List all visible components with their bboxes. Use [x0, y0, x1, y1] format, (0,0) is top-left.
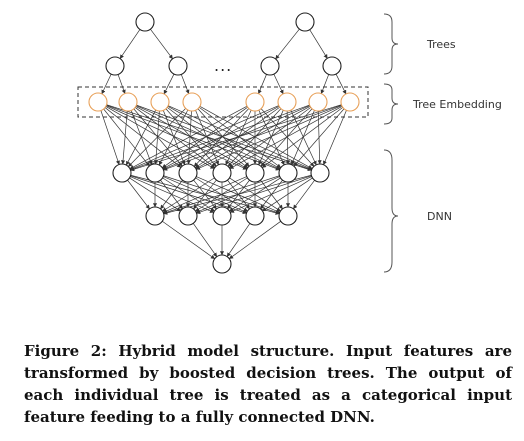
embedding-to-dnn-edge: [103, 108, 150, 167]
embedding-to-dnn-edge: [106, 104, 280, 171]
tree-embedding-node: [88, 92, 108, 112]
embedding-to-dnn-edge: [323, 110, 347, 166]
embedding-to-dnn-edge: [106, 104, 312, 172]
tree-edge: [275, 28, 300, 60]
tree-embedding-node: [150, 92, 170, 112]
embedding-to-dnn-edge: [130, 104, 310, 171]
embedding-to-dnn-edge: [165, 108, 217, 167]
dnn-output-node: [212, 254, 232, 274]
model-diagram: ... Trees Tree Embedding DNN: [77, 12, 502, 274]
dnn-hidden-edge: [127, 179, 150, 210]
trees-label: Trees: [426, 38, 456, 51]
dnn-label: DNN: [427, 210, 452, 223]
embedding-to-dnn-edge: [225, 110, 252, 166]
dnn-output-edge: [228, 221, 281, 259]
edges-layer: [100, 28, 347, 260]
tree-embedding-dashed-box: [77, 86, 369, 118]
trees-bracket: [383, 13, 399, 75]
dnn-output-edge: [192, 223, 218, 257]
embedding-to-dnn-edge: [130, 104, 342, 172]
embedding-to-dnn-edge: [130, 110, 153, 165]
tree-edge: [150, 28, 173, 60]
embedding-to-dnn-edge: [195, 105, 342, 170]
dnn-hidden-node-layer2: [278, 206, 298, 226]
embedding-to-dnn-edge: [197, 108, 250, 167]
tree-edge: [335, 73, 347, 95]
tree-embedding-bracket: [383, 83, 399, 125]
tree-edge: [273, 73, 284, 95]
dnn-hidden-node-layer1: [145, 163, 165, 183]
tree-embedding-node: [340, 92, 360, 112]
tree-internal-node: [260, 56, 280, 76]
dnn-hidden-node-layer1: [278, 163, 298, 183]
tree-edge: [180, 74, 190, 95]
tree-edge: [257, 74, 267, 95]
tree-edge: [101, 73, 112, 95]
tree-internal-node: [322, 56, 342, 76]
tree-embedding-node: [118, 92, 138, 112]
embedding-to-dnn-edge: [120, 110, 128, 165]
dnn-hidden-edge: [162, 176, 247, 213]
tree-edge: [309, 29, 328, 59]
tree-embedding-node: [245, 92, 265, 112]
tree-internal-node: [105, 56, 125, 76]
dnn-hidden-node-layer2: [245, 206, 265, 226]
dnn-output-edge: [162, 220, 216, 260]
dnn-hidden-node-layer1: [310, 163, 330, 183]
embedding-to-dnn-edge: [186, 110, 192, 165]
embedding-to-dnn-edge: [125, 109, 157, 166]
dnn-hidden-edge: [196, 175, 312, 215]
embedding-to-dnn-edge: [228, 107, 311, 168]
tree-edge: [320, 74, 330, 95]
dnn-hidden-node-layer1: [245, 163, 265, 183]
tree-edge: [119, 29, 141, 59]
embedding-to-dnn-edge: [129, 105, 279, 170]
tree-edge: [163, 73, 175, 95]
embedding-to-dnn-edge: [199, 107, 282, 168]
embedding-to-dnn-edge: [158, 109, 189, 166]
dnn-output-edge: [226, 223, 251, 257]
embedding-to-dnn-edge: [153, 110, 160, 165]
dnn-hidden-node-layer2: [212, 206, 232, 226]
dnn-hidden-edge: [262, 177, 313, 212]
dnn-hidden-node-layer1: [212, 163, 232, 183]
embedding-to-dnn-edge: [258, 110, 284, 166]
embedding-to-dnn-edge: [129, 105, 248, 170]
embedding-to-dnn-edge: [104, 107, 182, 168]
dnn-hidden-edge: [293, 180, 315, 210]
embedding-to-dnn-edge: [285, 110, 290, 165]
embedding-to-dnn-edge: [100, 110, 120, 165]
dnn-hidden-node-layer2: [145, 206, 165, 226]
embedding-to-dnn-edge: [163, 104, 342, 171]
embedding-to-dnn-edge: [261, 107, 344, 168]
dnn-hidden-edge: [160, 179, 183, 210]
embedding-to-dnn-edge: [195, 110, 219, 166]
tree-embedding-node: [277, 92, 297, 112]
embedding-to-dnn-edge: [162, 110, 186, 166]
tree-embedding-label: Tree Embedding: [412, 98, 502, 111]
dnn-hidden-node-layer1: [112, 163, 132, 183]
tree-internal-node: [168, 56, 188, 76]
dnn-bracket: [383, 149, 399, 273]
trees-ellipsis: ...: [214, 56, 232, 75]
tree-root-node: [135, 12, 155, 32]
tree-embedding-node: [308, 92, 328, 112]
embedding-to-dnn-edge: [293, 108, 345, 167]
dnn-hidden-node-layer2: [178, 206, 198, 226]
dnn-hidden-edge: [229, 176, 312, 213]
embedding-to-dnn-edge: [106, 105, 248, 170]
nodes-layer: [88, 12, 360, 274]
dnn-hidden-edge: [163, 175, 280, 215]
tree-embedding-node: [182, 92, 202, 112]
dnn-hidden-edge: [130, 176, 215, 213]
dnn-hidden-node-layer1: [178, 163, 198, 183]
dnn-hidden-edge: [162, 177, 215, 212]
embedding-to-dnn-edge: [128, 108, 186, 167]
tree-edge: [117, 74, 126, 94]
tree-root-node: [295, 12, 315, 32]
figure-caption: Figure 2: Hybrid model structure. Input …: [24, 342, 512, 426]
